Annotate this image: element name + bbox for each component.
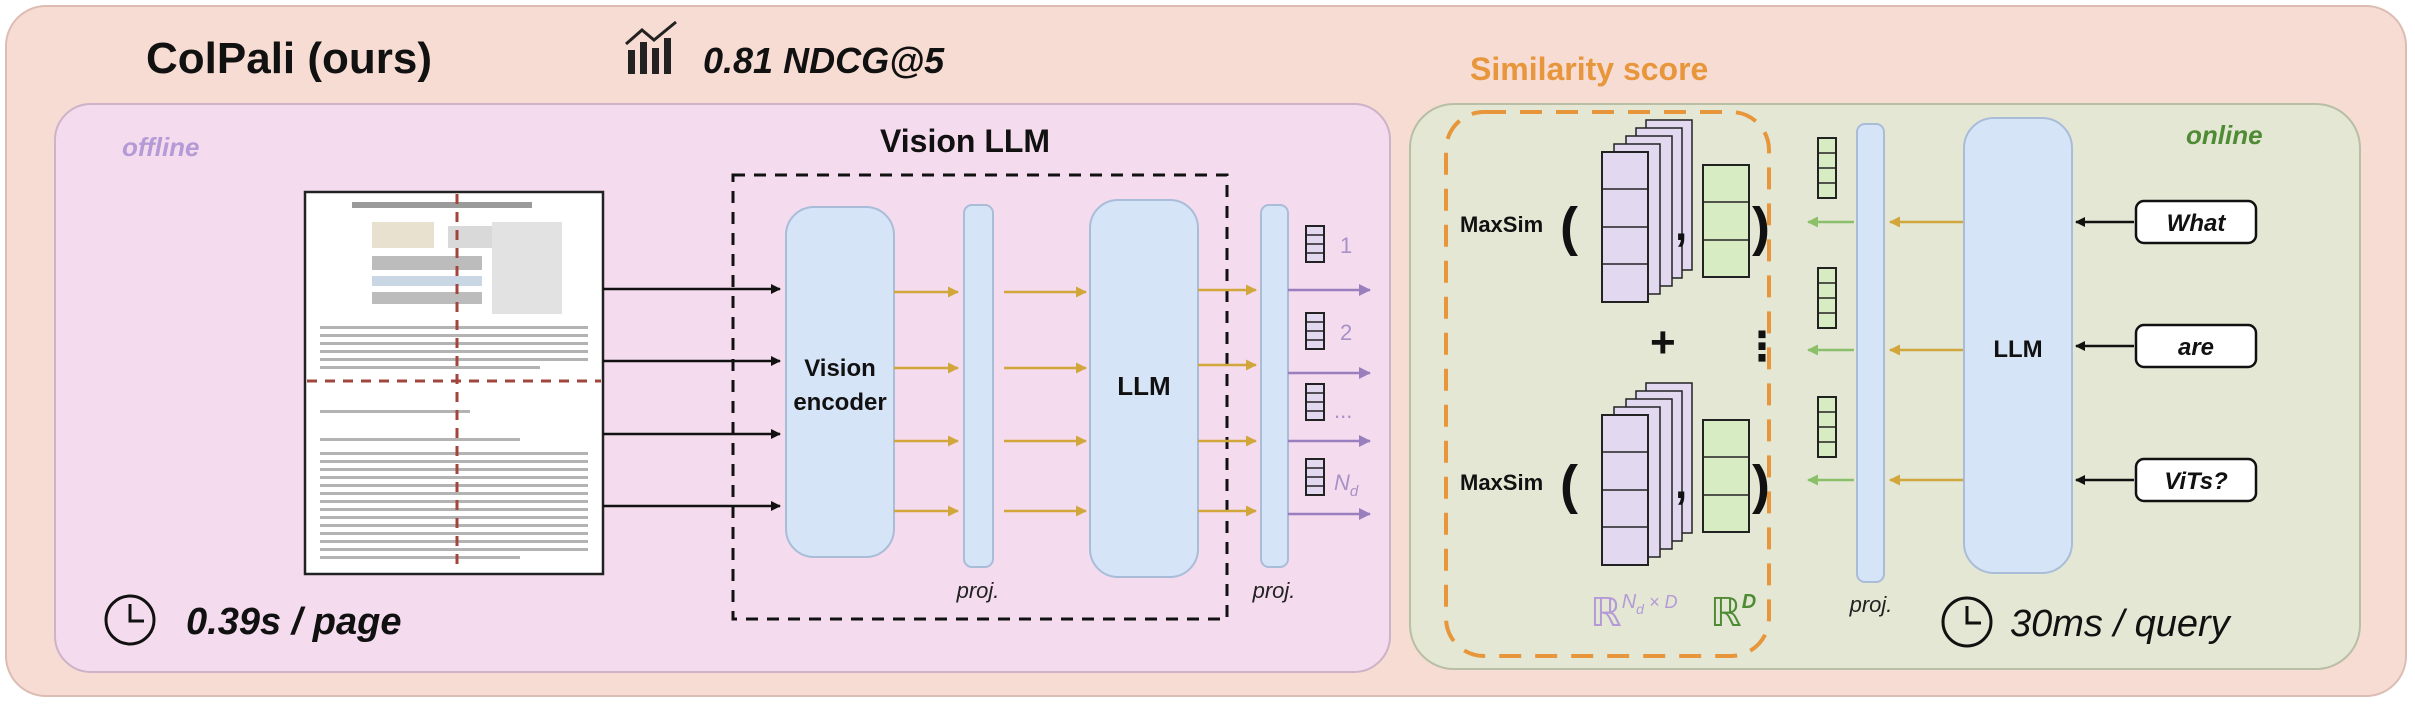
offline-timing: 0.39s / page (186, 601, 401, 643)
doc-embedding-stack-2 (1601, 382, 1693, 566)
offline-llm-block (1089, 199, 1199, 578)
doc-space-notation: ℝNd × D (1590, 591, 1677, 635)
online-label: online (2186, 120, 2263, 150)
maxsim-label-2: MaxSim (1460, 470, 1543, 495)
encoder-to-proj-arrows (894, 286, 959, 517)
output-token-1: 1 (1288, 225, 1371, 296)
output-token-2: 2 (1288, 312, 1371, 379)
clock-icon (104, 594, 156, 646)
offline-label: offline (122, 132, 200, 162)
query-embedding-token-3 (1817, 396, 1837, 458)
query-embedding-token-1 (1817, 137, 1837, 199)
online-llm-label: LLM (1993, 336, 2042, 363)
online-timing: 30ms / query (2010, 603, 2232, 645)
offline-llm-label: LLM (1117, 371, 1170, 401)
doc-embedding-stack-1 (1601, 119, 1693, 303)
projection-bar-1 (963, 204, 994, 568)
plus-sign: + (1650, 318, 1676, 367)
doc-to-encoder-arrows (603, 284, 781, 511)
online-proj-label: proj. (1849, 592, 1893, 617)
chart-bar-icon (625, 20, 677, 74)
document-page (303, 190, 605, 576)
similarity-box (1444, 110, 1771, 658)
output-embeddings: 1 2 ... Nd (1288, 225, 1371, 520)
metric-text: 0.81 NDCG@5 (703, 40, 945, 81)
vision-encoder-label-2: encoder (793, 389, 886, 416)
output-token-3: ... (1288, 383, 1371, 447)
proj-to-llm-arrows (1004, 286, 1087, 517)
page-title: ColPali (ours) (146, 34, 432, 83)
maxsim-label-1: MaxSim (1460, 212, 1543, 237)
vision-llm-box (731, 173, 1229, 621)
output-label-3: ... (1334, 398, 1352, 423)
comma-1: , (1675, 201, 1687, 250)
query-embedding-token-2 (1817, 267, 1837, 329)
query-embedding-2 (1702, 419, 1750, 533)
online-clock-icon (1941, 596, 1993, 648)
query-token-are-label: are (2178, 334, 2214, 361)
paren-close-1: ) (1752, 197, 1770, 257)
query-token-are: are (2134, 323, 2258, 369)
paren-close-2: ) (1752, 455, 1770, 515)
vertical-ellipsis: ⋮ (1742, 325, 1782, 369)
proj-label-2: proj. (1252, 578, 1296, 603)
query-token-what-label: What (2167, 210, 2227, 237)
similarity-score-label: Similarity score (1470, 51, 1708, 87)
query-space-notation: ℝD (1710, 591, 1756, 635)
maxsim-row-2: MaxSim ( , ) (1460, 382, 1770, 566)
llm-to-online-proj-arrows (1889, 216, 1964, 486)
query-token-vits: ViTs? (2134, 457, 2258, 503)
query-to-llm-arrows (2075, 217, 2134, 485)
paren-open-2: ( (1560, 455, 1578, 515)
vision-encoder-label-1: Vision (804, 355, 876, 382)
maxsim-row-1: MaxSim ( , ) (1460, 119, 1770, 303)
output-label-1: 1 (1340, 233, 1352, 258)
paren-open-1: ( (1560, 197, 1578, 257)
output-token-4: Nd (1288, 458, 1371, 520)
online-llm-block (1963, 117, 2073, 574)
comma-2: , (1675, 459, 1687, 508)
llm-to-proj-arrows (1198, 284, 1257, 517)
online-projection-bar (1856, 123, 1885, 583)
proj-label-1: proj. (956, 578, 1000, 603)
vision-llm-label: Vision LLM (880, 123, 1050, 159)
proj-to-query-arrows (1807, 216, 1854, 486)
query-embedding-1 (1702, 164, 1750, 278)
output-label-2: 2 (1340, 320, 1352, 345)
output-label-4: Nd (1334, 470, 1359, 500)
vision-encoder-block (785, 206, 895, 558)
query-token-what: What (2134, 199, 2258, 245)
projection-bar-2 (1260, 204, 1289, 568)
query-token-embeddings (1817, 137, 1837, 458)
query-token-vits-label: ViTs? (2164, 468, 2228, 495)
